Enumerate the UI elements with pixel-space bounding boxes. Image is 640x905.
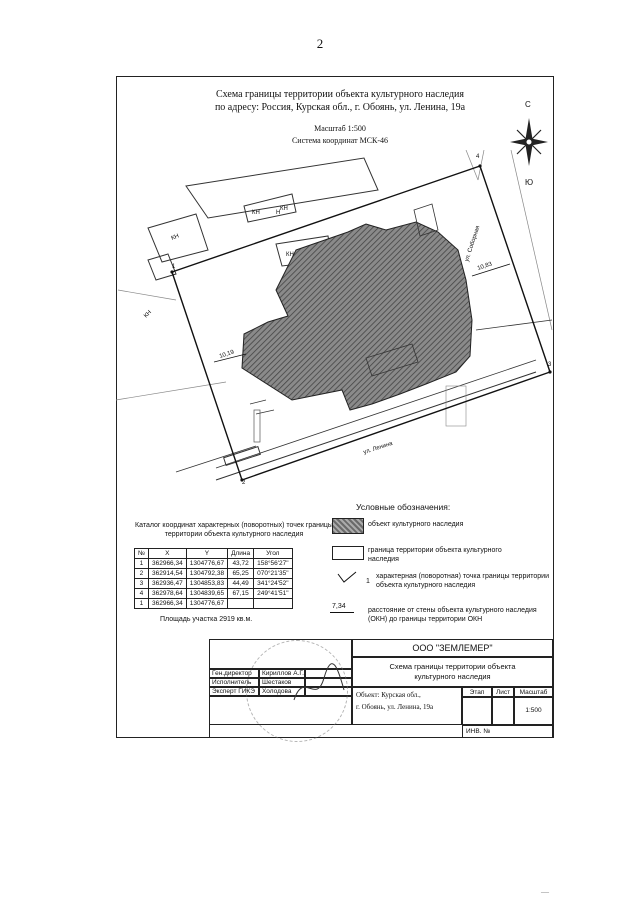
stamp-inventory-number: ИНВ. №	[462, 725, 553, 738]
table-cell: 158°56'27"	[253, 558, 293, 569]
page-corner-mark: —	[541, 887, 549, 896]
coordinate-system: Система координат МСК-46	[291, 136, 389, 145]
scheme-title: Схема границы территории объекта культур…	[215, 89, 465, 100]
round-seal-stamp	[246, 640, 348, 742]
table-cell: 2	[134, 568, 149, 579]
legend-title: Условные обозначения:	[356, 502, 451, 512]
street-label-sobornaya: ул. Соборная	[464, 225, 481, 262]
n-label: Н	[276, 210, 280, 216]
stamp-scale-value: 1:500	[514, 697, 553, 725]
legend-item-point: характерная (поворотная) точка границы т…	[376, 573, 549, 589]
kn-label: КН	[171, 233, 181, 241]
table-cell: 362966,34	[147, 598, 187, 609]
table-cell: 1304776,67	[185, 598, 229, 609]
distance-label-right: 10,83	[477, 261, 494, 272]
table-row: 1 362966,34 1304776,67 43,72 158°56'27"	[134, 558, 293, 569]
neighbour-building	[185, 157, 379, 219]
table-cell: 362914,54	[147, 568, 187, 579]
legend-swatch-boundary	[332, 546, 364, 560]
distance-label-left: 10,19	[219, 349, 236, 360]
coordinates-table: № X Y Длина Угол 1 362966,34 1304776,67 …	[134, 548, 293, 609]
point-label-3: 3	[548, 362, 552, 368]
neighbour-building	[147, 253, 177, 281]
signature-mark	[293, 663, 345, 701]
table-cell: 1	[134, 598, 149, 609]
column-header: №	[134, 548, 149, 559]
table-cell: 362978,64	[147, 588, 187, 599]
column-header: Угол	[253, 548, 293, 559]
scheme-scale: Масштаб 1:500	[314, 124, 366, 133]
company-name: ООО "ЗЕМЛЕМЕР"	[352, 639, 553, 657]
stamp-sheet-label: Лист	[492, 687, 514, 697]
table-cell: 1304776,67	[185, 558, 229, 569]
stamp-object-address: г. Обоянь, ул. Ленина, 19а	[356, 703, 434, 711]
table-cell: 1304853,83	[185, 578, 229, 589]
table-header-row: № X Y Длина Угол	[134, 548, 293, 559]
table-cell: 43,72	[227, 558, 255, 569]
legend-item-distance: расстояние от стены объекта культурного …	[368, 607, 537, 623]
table-row: 3 362936,47 1304853,83 44,49 341°24'52"	[134, 578, 293, 589]
point-label-4: 4	[476, 154, 480, 160]
point-label-2: 2	[242, 480, 246, 486]
stamp-doc-title: Схема границы территории объекта культур…	[352, 657, 553, 687]
parcel-area: Площадь участка 2919 кв.м.	[160, 616, 253, 623]
stamp-object-label: Объект: Курская обл.,	[356, 691, 421, 699]
kn-label: КН	[252, 210, 260, 216]
table-cell: 65,25	[227, 568, 255, 579]
legend-item-heritage-object: объект культурного наследия	[368, 521, 464, 528]
table-cell: 249°41'51"	[253, 588, 293, 599]
table-cell: 67,15	[227, 588, 255, 599]
kn-label: КН	[280, 206, 288, 212]
page-number: 2	[316, 36, 324, 51]
table-cell: 070°21'35"	[253, 568, 293, 579]
table-cell: 3	[134, 578, 149, 589]
column-header: X	[147, 548, 187, 559]
kn-label: КН	[286, 252, 294, 258]
catalog-title: Каталог координат характерных (поворотны…	[135, 522, 333, 538]
neighbour-building	[147, 213, 209, 263]
table-cell	[253, 598, 293, 609]
table-row: 4 362978,64 1304839,65 67,15 249°41'51"	[134, 588, 293, 599]
table-cell: 362966,34	[147, 558, 187, 569]
heritage-object	[241, 221, 473, 411]
table-cell	[227, 598, 255, 609]
stamp-stage-label: Этап	[462, 687, 492, 697]
table-cell: 341°24'52"	[253, 578, 293, 589]
table-cell: 1	[134, 558, 149, 569]
street-label-lenina: ул. Ленина	[363, 441, 394, 456]
table-row: 1 362966,34 1304776,67	[134, 598, 293, 609]
table-cell: 4	[134, 588, 149, 599]
table-cell: 44,49	[227, 578, 255, 589]
compass-rose-icon	[510, 118, 548, 166]
stamp-scale-label: Масштаб	[514, 687, 553, 697]
legend-point-mark-icon	[337, 571, 357, 583]
compass-south-label: Ю	[525, 178, 534, 187]
table-cell: 362936,47	[147, 578, 187, 589]
legend-point-mark-number: 1	[366, 578, 370, 585]
column-header: Длина	[227, 548, 255, 559]
legend-distance-mark: 7,34	[332, 603, 346, 610]
point-label-1: 1	[172, 264, 176, 270]
compass-north-label: С	[525, 100, 531, 109]
table-cell: 1304792,38	[185, 568, 229, 579]
table-cell: 1304839,65	[185, 588, 229, 599]
scheme-address: по адресу: Россия, Курская обл., г. Обоя…	[214, 102, 466, 113]
neighbour-building	[243, 193, 297, 223]
site-plan-map: КН КН КН Н КН КН 1 2 3 4 10,19 10,83 ул.…	[116, 150, 553, 486]
table-row: 2 362914,54 1304792,38 65,25 070°21'35"	[134, 568, 293, 579]
column-header: Y	[185, 548, 229, 559]
legend-distance-line	[330, 612, 354, 613]
legend-swatch-heritage-object	[332, 518, 364, 534]
legend-item-boundary: граница территории объекта культурного н…	[368, 547, 502, 563]
kn-label: КН	[143, 310, 153, 320]
